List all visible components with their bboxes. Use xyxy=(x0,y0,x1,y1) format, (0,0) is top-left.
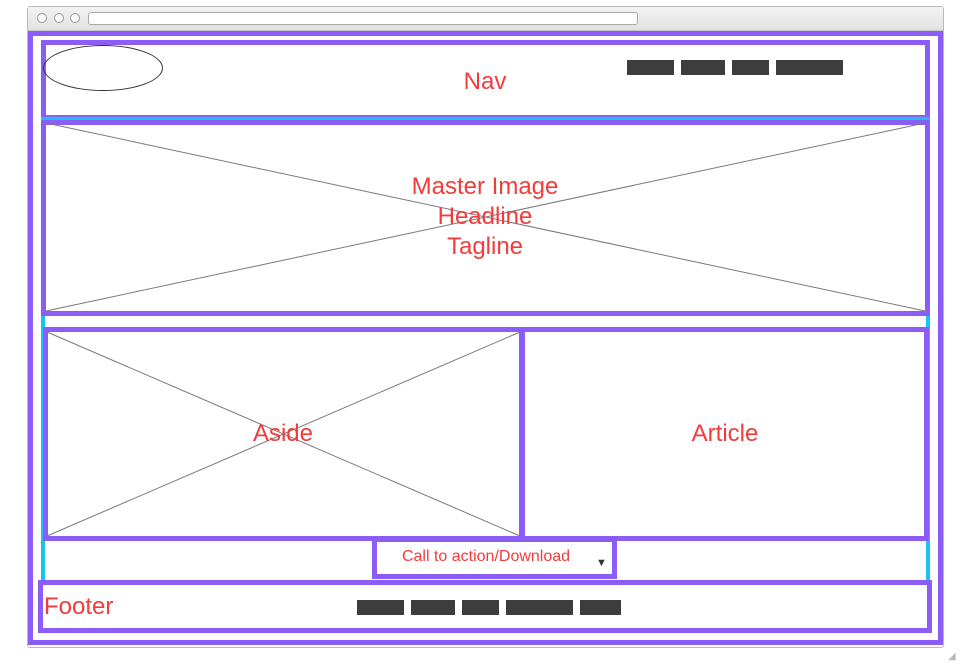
logo-placeholder xyxy=(43,45,163,91)
footer-menu-item-3[interactable] xyxy=(462,600,499,615)
hero-tagline: Tagline xyxy=(446,233,524,260)
aside-label: Aside xyxy=(252,420,314,447)
nav-menu-item-4[interactable] xyxy=(776,60,843,75)
nav-menu-item-1[interactable] xyxy=(627,60,674,75)
article-label: Article xyxy=(691,420,759,447)
nav-menu-item-3[interactable] xyxy=(732,60,769,75)
window-maximize-button[interactable] xyxy=(70,13,80,23)
hero-cross-line-2 xyxy=(45,122,926,312)
hero-title: Master Image xyxy=(411,173,559,200)
content-divider xyxy=(519,330,525,538)
cta-button[interactable] xyxy=(372,537,617,579)
window-minimize-button[interactable] xyxy=(54,13,64,23)
page-container xyxy=(28,31,943,645)
footer-menu-item-1[interactable] xyxy=(357,600,404,615)
footer-label: Footer xyxy=(44,593,114,620)
hero-headline: Headline xyxy=(437,203,533,230)
dropdown-arrow-icon: ▼ xyxy=(596,557,607,569)
cta-label: Call to action/Download xyxy=(401,548,571,565)
resize-grip-icon[interactable]: ◢ xyxy=(948,651,956,662)
footer-menu-item-4[interactable] xyxy=(506,600,573,615)
window-close-button[interactable] xyxy=(37,13,47,23)
footer-menu-item-5[interactable] xyxy=(580,600,621,615)
hero-box xyxy=(41,120,930,316)
nav-menu-item-2[interactable] xyxy=(681,60,725,75)
footer-box xyxy=(38,580,932,633)
footer-menu-item-2[interactable] xyxy=(411,600,455,615)
nav-label: Nav xyxy=(463,68,507,95)
aside-cross-line-2 xyxy=(46,331,521,537)
address-bar[interactable] xyxy=(88,12,638,25)
content-row-box xyxy=(43,327,929,541)
